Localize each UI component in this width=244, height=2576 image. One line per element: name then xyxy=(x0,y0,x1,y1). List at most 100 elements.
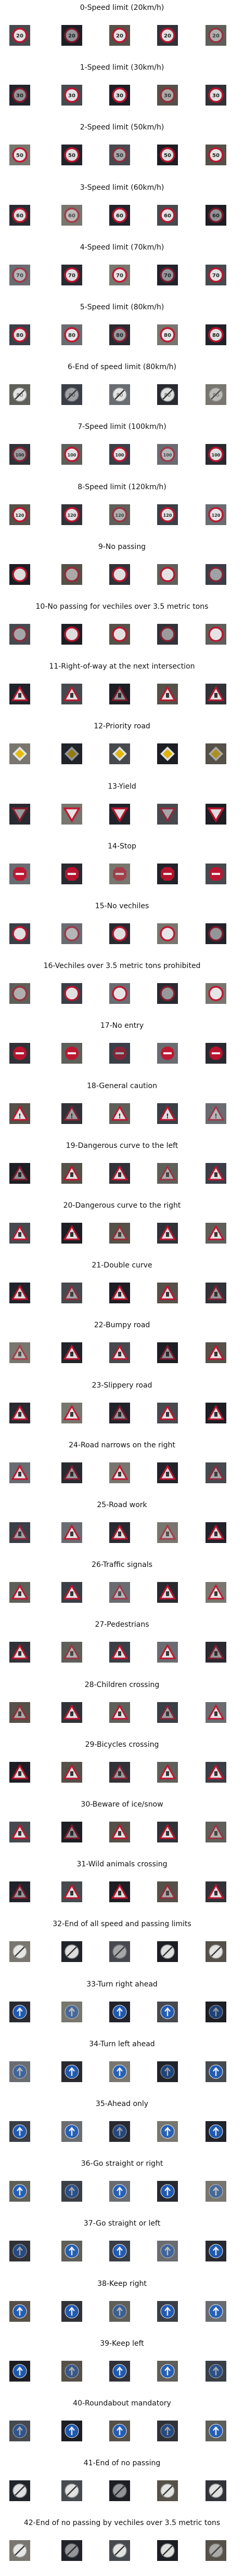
sample-thumbnail xyxy=(109,2241,130,2261)
traffic-sign-image: 120 xyxy=(112,507,127,522)
class-row: 11-Right-of-way at the next intersection xyxy=(0,659,244,718)
class-title: 35-Ahead only xyxy=(95,2100,149,2108)
traffic-sign-image xyxy=(160,926,175,942)
traffic-sign-image xyxy=(159,685,176,701)
sample-thumbnail xyxy=(9,1522,30,1543)
svg-text:120: 120 xyxy=(115,513,124,518)
traffic-sign-image: 100 xyxy=(112,447,127,462)
sample-thumbnail xyxy=(109,624,130,645)
sample-thumbnail xyxy=(109,564,130,585)
svg-text:60: 60 xyxy=(16,213,23,219)
svg-text:50: 50 xyxy=(212,153,220,159)
class-row: 20-Dangerous curve to the right xyxy=(0,1198,244,1258)
traffic-sign-image xyxy=(12,747,27,761)
traffic-sign-image xyxy=(13,867,27,881)
sample-thumbnail xyxy=(61,923,82,944)
traffic-sign-image xyxy=(207,1284,225,1300)
class-title: 27-Pedestrians xyxy=(95,1620,149,1629)
sample-thumbnail xyxy=(157,2361,178,2382)
svg-text:!: ! xyxy=(118,1113,121,1120)
traffic-sign-image: 80 xyxy=(160,327,175,343)
traffic-sign-image xyxy=(112,2304,127,2319)
traffic-sign-image xyxy=(207,1404,225,1420)
traffic-sign-image: 50 xyxy=(12,147,28,163)
sample-thumbnail xyxy=(206,2121,226,2142)
traffic-sign-image xyxy=(12,2364,27,2378)
traffic-sign-image xyxy=(160,2064,175,2079)
sample-thumbnail xyxy=(9,983,30,1004)
sample-thumbnail xyxy=(206,923,226,944)
traffic-sign-image xyxy=(65,747,79,761)
traffic-sign-image xyxy=(112,567,127,582)
traffic-sign-image xyxy=(207,1823,225,1839)
traffic-sign-image xyxy=(11,1344,29,1360)
sample-thumbnail xyxy=(9,1582,30,1603)
svg-text:20: 20 xyxy=(16,33,23,39)
sample-thumbnail xyxy=(109,983,130,1004)
class-row: 38-Keep right xyxy=(0,2276,244,2336)
class-title: 34-Turn left ahead xyxy=(89,2040,155,2048)
sample-thumbnail xyxy=(9,2061,30,2082)
traffic-sign-image xyxy=(111,1823,129,1839)
sample-thumbnail xyxy=(109,2301,130,2322)
sample-thumbnail xyxy=(157,804,178,825)
sample-thumbnail xyxy=(109,684,130,704)
class-title: 4-Speed limit (70km/h) xyxy=(80,243,164,252)
sample-thumbnail xyxy=(9,624,30,645)
class-title: 11-Right-of-way at the next intersection xyxy=(49,662,195,671)
sample-thumbnail xyxy=(61,804,82,825)
class-title: 18-General caution xyxy=(87,1082,157,1090)
sample-thumbnail xyxy=(157,2061,178,2082)
sample-thumbnail xyxy=(157,1163,178,1184)
sample-thumbnail xyxy=(61,2002,82,2022)
sample-thumbnail: 20 xyxy=(157,25,178,46)
traffic-sign-image: 70 xyxy=(12,267,28,283)
traffic-sign-image xyxy=(111,1344,129,1360)
sample-thumbnail xyxy=(61,564,82,585)
sample-thumbnail: 30 xyxy=(206,85,226,106)
sample-thumbnail xyxy=(109,1822,130,1842)
traffic-sign-image xyxy=(65,2064,79,2079)
svg-text:100: 100 xyxy=(68,453,76,457)
sample-thumbnail xyxy=(9,923,30,944)
traffic-sign-image xyxy=(63,1763,81,1780)
traffic-sign-image xyxy=(207,1344,225,1360)
traffic-sign-image: ! xyxy=(207,1105,225,1121)
traffic-sign-image xyxy=(11,1643,29,1659)
traffic-sign-image: 30 xyxy=(112,87,127,103)
sample-thumbnail xyxy=(9,684,30,704)
class-title: 12-Priority road xyxy=(94,722,150,730)
class-row: 29-Bicycles crossing xyxy=(0,1737,244,1797)
sample-thumbnail xyxy=(61,1941,82,1962)
traffic-sign-image: 60 xyxy=(64,207,80,223)
sample-thumbnail: 60 xyxy=(61,205,82,226)
sample-thumbnail: 70 xyxy=(109,265,130,285)
sample-thumbnail xyxy=(109,2061,130,2082)
traffic-sign-image xyxy=(209,1944,223,1959)
class-title: 25-Road work xyxy=(97,1501,147,1509)
traffic-sign-image xyxy=(112,2483,127,2498)
traffic-sign-image xyxy=(11,1883,29,1899)
sample-thumbnail xyxy=(157,1642,178,1663)
sample-thumbnail xyxy=(157,1762,178,1783)
sample-thumbnail xyxy=(9,1822,30,1842)
sample-thumbnail: 80 xyxy=(9,324,30,345)
class-row: 23-Slippery road xyxy=(0,1378,244,1437)
svg-text:120: 120 xyxy=(212,513,221,518)
sample-thumbnail: 80 xyxy=(157,384,178,405)
class-row: 34-Turn left ahead xyxy=(0,2036,244,2096)
traffic-sign-image xyxy=(207,1643,225,1659)
sample-thumbnail xyxy=(157,2002,178,2022)
sample-thumbnail xyxy=(9,1163,30,1184)
svg-text:120: 120 xyxy=(163,513,172,518)
traffic-sign-image xyxy=(209,2483,223,2498)
traffic-sign-image xyxy=(207,1704,225,1720)
traffic-sign-image xyxy=(159,1224,176,1240)
sample-thumbnail: 20 xyxy=(61,25,82,46)
sample-thumbnail: 70 xyxy=(157,265,178,285)
sample-thumbnail xyxy=(61,864,82,884)
traffic-sign-image xyxy=(65,2543,79,2558)
